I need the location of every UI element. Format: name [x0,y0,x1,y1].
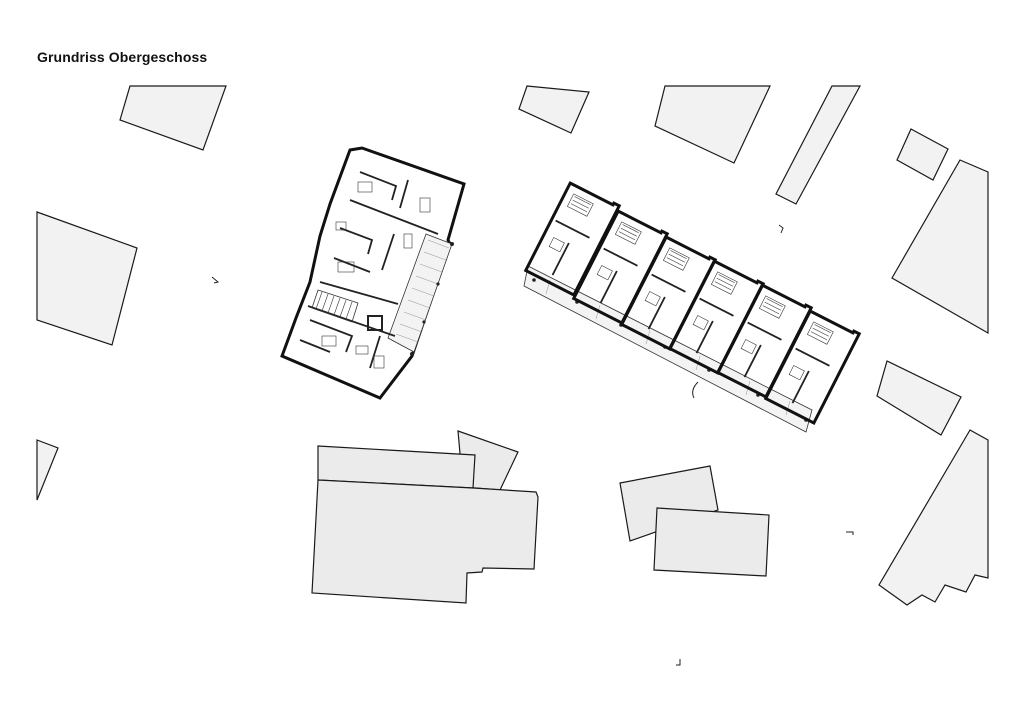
building-b [523,181,862,433]
neighbor-building [518,85,590,134]
neighbor-buildings [36,85,989,606]
neighbor-building [653,507,770,577]
neighbor-building [36,211,138,346]
neighbor-building [891,159,989,335]
neighbor-building [311,479,539,604]
neighbor-building [896,128,949,181]
neighbor-building [619,465,719,542]
building-a-walkway [387,233,454,356]
building-a-outline [280,146,466,400]
neighbor-building [876,360,962,436]
plan-title: Grundriss Obergeschoss [37,49,208,65]
neighbor-building [36,439,59,501]
neighbor-building [119,85,227,151]
site-markers [211,224,854,666]
neighbor-building [775,85,862,205]
building-a [280,146,466,400]
neighbor-building [654,85,771,164]
building-a-stair [311,289,383,331]
neighbor-building [878,429,989,606]
